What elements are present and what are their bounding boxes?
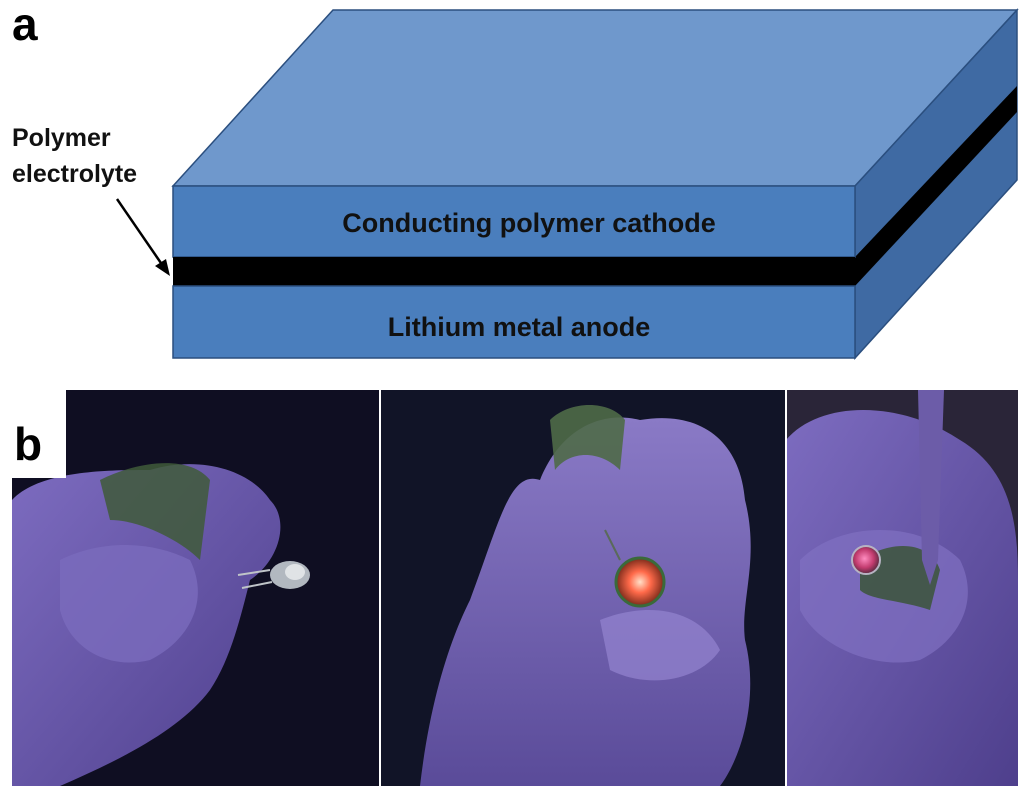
callout-arrow-line xyxy=(115,198,165,267)
led-lit-middle xyxy=(604,529,666,608)
photo-middle xyxy=(380,390,786,786)
electrolyte-label-line2: electrolyte xyxy=(12,160,137,188)
electrolyte-callout: Polymer electrolyte xyxy=(12,124,170,276)
led-lit-right xyxy=(851,545,881,575)
battery-stack: Conducting polymer cathode Lithium metal… xyxy=(171,8,1019,360)
anode-front-face xyxy=(172,285,856,359)
panel-b: b xyxy=(0,390,1018,786)
electrolyte-layer xyxy=(173,257,855,286)
panel-b-letter: b xyxy=(14,418,42,470)
callout-arrowhead xyxy=(155,259,170,276)
glove-middle xyxy=(420,417,751,786)
anode-label: Lithium metal anode xyxy=(388,312,651,342)
electrolyte-side-stripe xyxy=(855,86,1017,286)
photo-left xyxy=(12,390,380,786)
electrolyte-label-line1: Polymer xyxy=(12,124,111,152)
led-off xyxy=(237,561,310,589)
cathode-label: Conducting polymer cathode xyxy=(342,208,716,238)
panel-b-letter-bg xyxy=(0,390,66,478)
probe xyxy=(918,390,944,585)
cathode-front-face xyxy=(172,185,856,258)
panel-a: a Conducting polymer cathode Lithium met… xyxy=(12,0,1019,360)
photo-right xyxy=(786,390,1018,786)
panel-a-letter: a xyxy=(12,0,38,50)
